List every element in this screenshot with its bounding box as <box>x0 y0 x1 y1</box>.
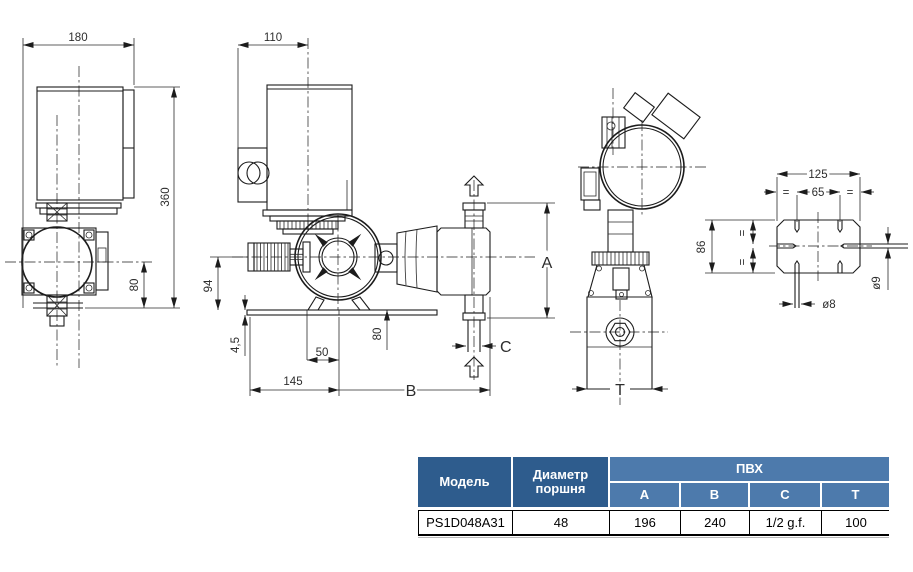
col-header-A: A <box>610 483 679 507</box>
pump-leg <box>351 296 372 311</box>
sight-glass <box>378 250 394 266</box>
svg-text:80: 80 <box>372 328 384 341</box>
svg-text:86: 86 <box>696 241 708 254</box>
cell-C: 1/2 g.f. <box>750 511 821 534</box>
table-row: PS1D048A31 48 196 240 1/2 g.f. 100 <box>418 510 890 536</box>
mounting-plate <box>21 227 97 296</box>
spec-table: Модель Диаметр поршня ПВХ A B C T PS1D04… <box>418 457 890 538</box>
col-header-material: ПВХ <box>610 457 889 481</box>
cell-A: 196 <box>610 511 680 534</box>
terminal-box-cover <box>622 91 656 124</box>
svg-text:80: 80 <box>129 279 141 292</box>
dim-head-width-T: T <box>572 380 668 402</box>
dim-slot-centering: = = <box>737 220 756 273</box>
base-plate-view: 125 = = 65 86 = = <box>696 167 908 311</box>
head-bracket <box>587 264 653 298</box>
col-header-T: T <box>822 483 889 507</box>
svg-text:ø9: ø9 <box>871 276 883 289</box>
cell-piston-diameter: 48 <box>513 511 609 534</box>
svg-text:65: 65 <box>812 187 825 199</box>
svg-text:125: 125 <box>808 169 827 181</box>
pump-head-block <box>436 227 491 296</box>
technical-drawing: 180 360 80 <box>5 32 908 405</box>
cell-model: PS1D048A31 <box>419 511 512 534</box>
front-view: 180 360 80 <box>5 32 180 368</box>
terminal-box <box>651 92 701 140</box>
dim-front-width: 180 <box>22 32 135 308</box>
dim-front-base-height: 80 <box>129 262 147 308</box>
equal-mark: = <box>737 258 749 265</box>
svg-text:A: A <box>542 255 553 272</box>
svg-text:C: C <box>500 339 512 356</box>
motor-body <box>266 84 353 211</box>
dim-plate-slot-spacing: = = 65 <box>764 185 874 222</box>
spec-table-header: Модель Диаметр поршня ПВХ A B C T <box>418 457 889 507</box>
cell-B: 240 <box>681 511 749 534</box>
top-view: T <box>570 88 706 405</box>
svg-text:T: T <box>615 382 625 399</box>
pump-leg <box>307 296 325 311</box>
side-view: 110 94 4,5 50 80 <box>203 32 555 403</box>
equal-mark: = <box>847 187 854 199</box>
dim-plate-depth: 86 <box>696 219 775 274</box>
dim-length-B: B <box>406 383 417 400</box>
equal-mark: = <box>737 229 749 236</box>
dim-slot-bottom: ø8 <box>779 273 836 311</box>
head-block-top <box>586 296 653 390</box>
dim-slot-side: ø9 <box>871 227 891 290</box>
motor-strip <box>122 89 135 199</box>
col-header-C: C <box>750 483 820 507</box>
dim-plate-width: 125 <box>776 167 861 221</box>
svg-text:360: 360 <box>160 187 172 206</box>
base-plate-outline <box>776 219 861 274</box>
dim-side-center-height: 94 <box>203 256 248 310</box>
col-header-model: Модель <box>418 457 511 507</box>
svg-text:145: 145 <box>283 376 302 388</box>
dim-port-C: C <box>452 339 512 356</box>
dim-foot-spacing: 50 <box>306 315 339 363</box>
base-plate <box>246 309 438 316</box>
cell-T: 100 <box>822 511 890 534</box>
equal-mark: = <box>783 187 790 199</box>
cable-gland <box>237 161 261 185</box>
dim-front-height: 360 <box>85 86 180 309</box>
dim-foot-length: 145 B <box>249 297 491 403</box>
svg-text:4,5: 4,5 <box>230 337 242 353</box>
dim-side-base-height: 80 <box>372 310 390 350</box>
dim-port-height-A: A <box>487 202 555 319</box>
svg-text:94: 94 <box>203 279 215 292</box>
dim-side-motor-width: 110 <box>237 32 308 148</box>
col-header-B: B <box>681 483 748 507</box>
svg-text:ø8: ø8 <box>822 299 835 311</box>
dim-plate-thickness: 4,5 <box>230 295 248 356</box>
svg-text:180: 180 <box>68 32 87 44</box>
valve-connector <box>601 116 626 149</box>
terminal-block <box>237 147 268 203</box>
svg-text:50: 50 <box>316 347 329 359</box>
head-bell <box>396 225 438 293</box>
motor-body <box>36 86 124 201</box>
svg-text:110: 110 <box>264 32 282 44</box>
col-header-piston-diameter: Диаметр поршня <box>513 457 608 507</box>
